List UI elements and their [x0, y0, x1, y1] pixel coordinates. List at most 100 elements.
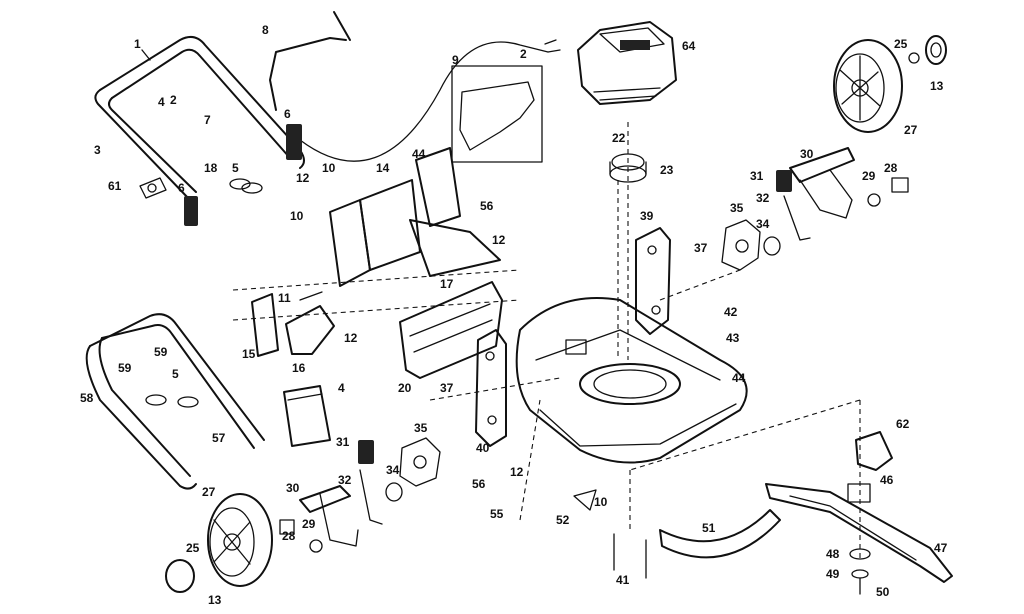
callout-label: 18	[204, 161, 218, 175]
callout-label: 1	[134, 37, 141, 51]
callout-label: 27	[202, 485, 216, 499]
cable-clips-upper	[229, 178, 263, 194]
callout-label: 42	[724, 305, 738, 319]
callout-label: 58	[80, 391, 94, 405]
callout-label: 15	[242, 347, 256, 361]
discharge-chute	[399, 281, 503, 379]
callout-label: 10	[322, 161, 336, 175]
callout-label: 34	[386, 463, 400, 477]
callout-label: 6	[284, 107, 291, 121]
callout-label: 2	[520, 47, 527, 61]
hubcap-right	[925, 35, 947, 65]
callout-label: 9	[452, 53, 459, 67]
callout-label: 5	[172, 367, 179, 381]
callout-label: 13	[930, 79, 944, 93]
callout-label: 59	[154, 345, 168, 359]
callout-label: 23	[660, 163, 674, 177]
bushing-right	[763, 236, 781, 256]
throttle-cable	[299, 41, 549, 162]
callout-label: 49	[826, 567, 840, 581]
callout-label: 56	[480, 199, 494, 213]
callout-label: 43	[726, 331, 740, 345]
axle-bracket-left	[475, 329, 507, 447]
axle-bracket-right	[635, 227, 671, 335]
assembly-lines	[232, 122, 861, 560]
callout-label: 16	[292, 361, 306, 375]
callout-label: 13	[208, 593, 222, 607]
callout-label: 59	[118, 361, 132, 375]
height-adjuster-right	[776, 147, 909, 241]
engine	[577, 21, 677, 105]
bushing-left	[385, 482, 403, 502]
callout-label: 3	[94, 143, 101, 157]
callout-label: 8	[262, 23, 269, 37]
callout-label: 52	[556, 513, 570, 527]
callout-label: 4	[338, 381, 345, 395]
callout-label: 44	[732, 371, 746, 385]
blade-washers	[849, 548, 871, 595]
deck-bolts	[613, 533, 647, 579]
wheel-nut-right	[908, 52, 920, 64]
mulch-plug	[573, 489, 597, 511]
spring-lower	[184, 196, 198, 226]
blade	[765, 483, 953, 583]
rear-door	[283, 385, 331, 447]
callout-label: 40	[476, 441, 490, 455]
callout-label: 12	[510, 465, 524, 479]
rear-wheel-right	[833, 39, 903, 133]
callout-label: 56	[472, 477, 486, 491]
callout-label: 10	[290, 209, 304, 223]
lower-handle	[85, 313, 265, 490]
blade-adapter	[847, 431, 893, 503]
spring-upper	[286, 124, 302, 160]
callout-label: 27	[904, 123, 918, 137]
callout-label: 17	[440, 277, 454, 291]
callout-label: 57	[212, 431, 226, 445]
callout-label: 22	[612, 131, 626, 145]
baffle	[659, 509, 781, 559]
callout-label: 12	[344, 331, 358, 345]
rear-frame	[329, 147, 501, 287]
callout-label: 12	[492, 233, 506, 247]
callout-label: 25	[894, 37, 908, 51]
gear-right	[721, 219, 761, 271]
callout-label: 11	[278, 291, 291, 305]
callout-label: 29	[862, 169, 876, 183]
callout-label: 29	[302, 517, 316, 531]
callout-label: 37	[694, 241, 708, 255]
callout-label: 62	[896, 417, 910, 431]
cable-clips-lower	[145, 394, 199, 408]
callout-labels: 1 8 2 64 9 25 13 27 4 2 7 6 3 18 5 61 6 …	[80, 23, 948, 607]
callout-label: 14	[376, 161, 390, 175]
rear-wheel-left	[207, 493, 273, 587]
callout-label: 31	[336, 435, 350, 449]
callout-label: 31	[750, 169, 764, 183]
gear-left	[399, 437, 441, 487]
callout-label: 30	[800, 147, 814, 161]
callout-label: 5	[232, 161, 239, 175]
callout-label: 25	[186, 541, 200, 555]
height-adjuster-left	[279, 440, 383, 553]
callout-label: 46	[880, 473, 894, 487]
callout-label: 55	[490, 507, 504, 521]
callout-label: 12	[296, 171, 310, 185]
callout-label: 35	[730, 201, 744, 215]
callout-label: 32	[338, 473, 352, 487]
mower-deck	[515, 297, 748, 464]
callout-label: 47	[934, 541, 948, 555]
callout-label: 32	[756, 191, 770, 205]
callout-label: 35	[414, 421, 428, 435]
callout-label: 20	[398, 381, 412, 395]
callout-label: 7	[204, 113, 211, 127]
callout-label: 28	[282, 529, 296, 543]
callout-label: 64	[682, 39, 696, 53]
callout-label: 48	[826, 547, 840, 561]
callout-label: 41	[616, 573, 630, 587]
callout-label: 61	[108, 179, 122, 193]
callout-label: 51	[702, 521, 716, 535]
callout-label: 34	[756, 217, 770, 231]
callout-label: 39	[640, 209, 654, 223]
callout-label: 50	[876, 585, 890, 599]
upper-handle	[94, 35, 305, 201]
callout-label: 44	[412, 147, 426, 161]
